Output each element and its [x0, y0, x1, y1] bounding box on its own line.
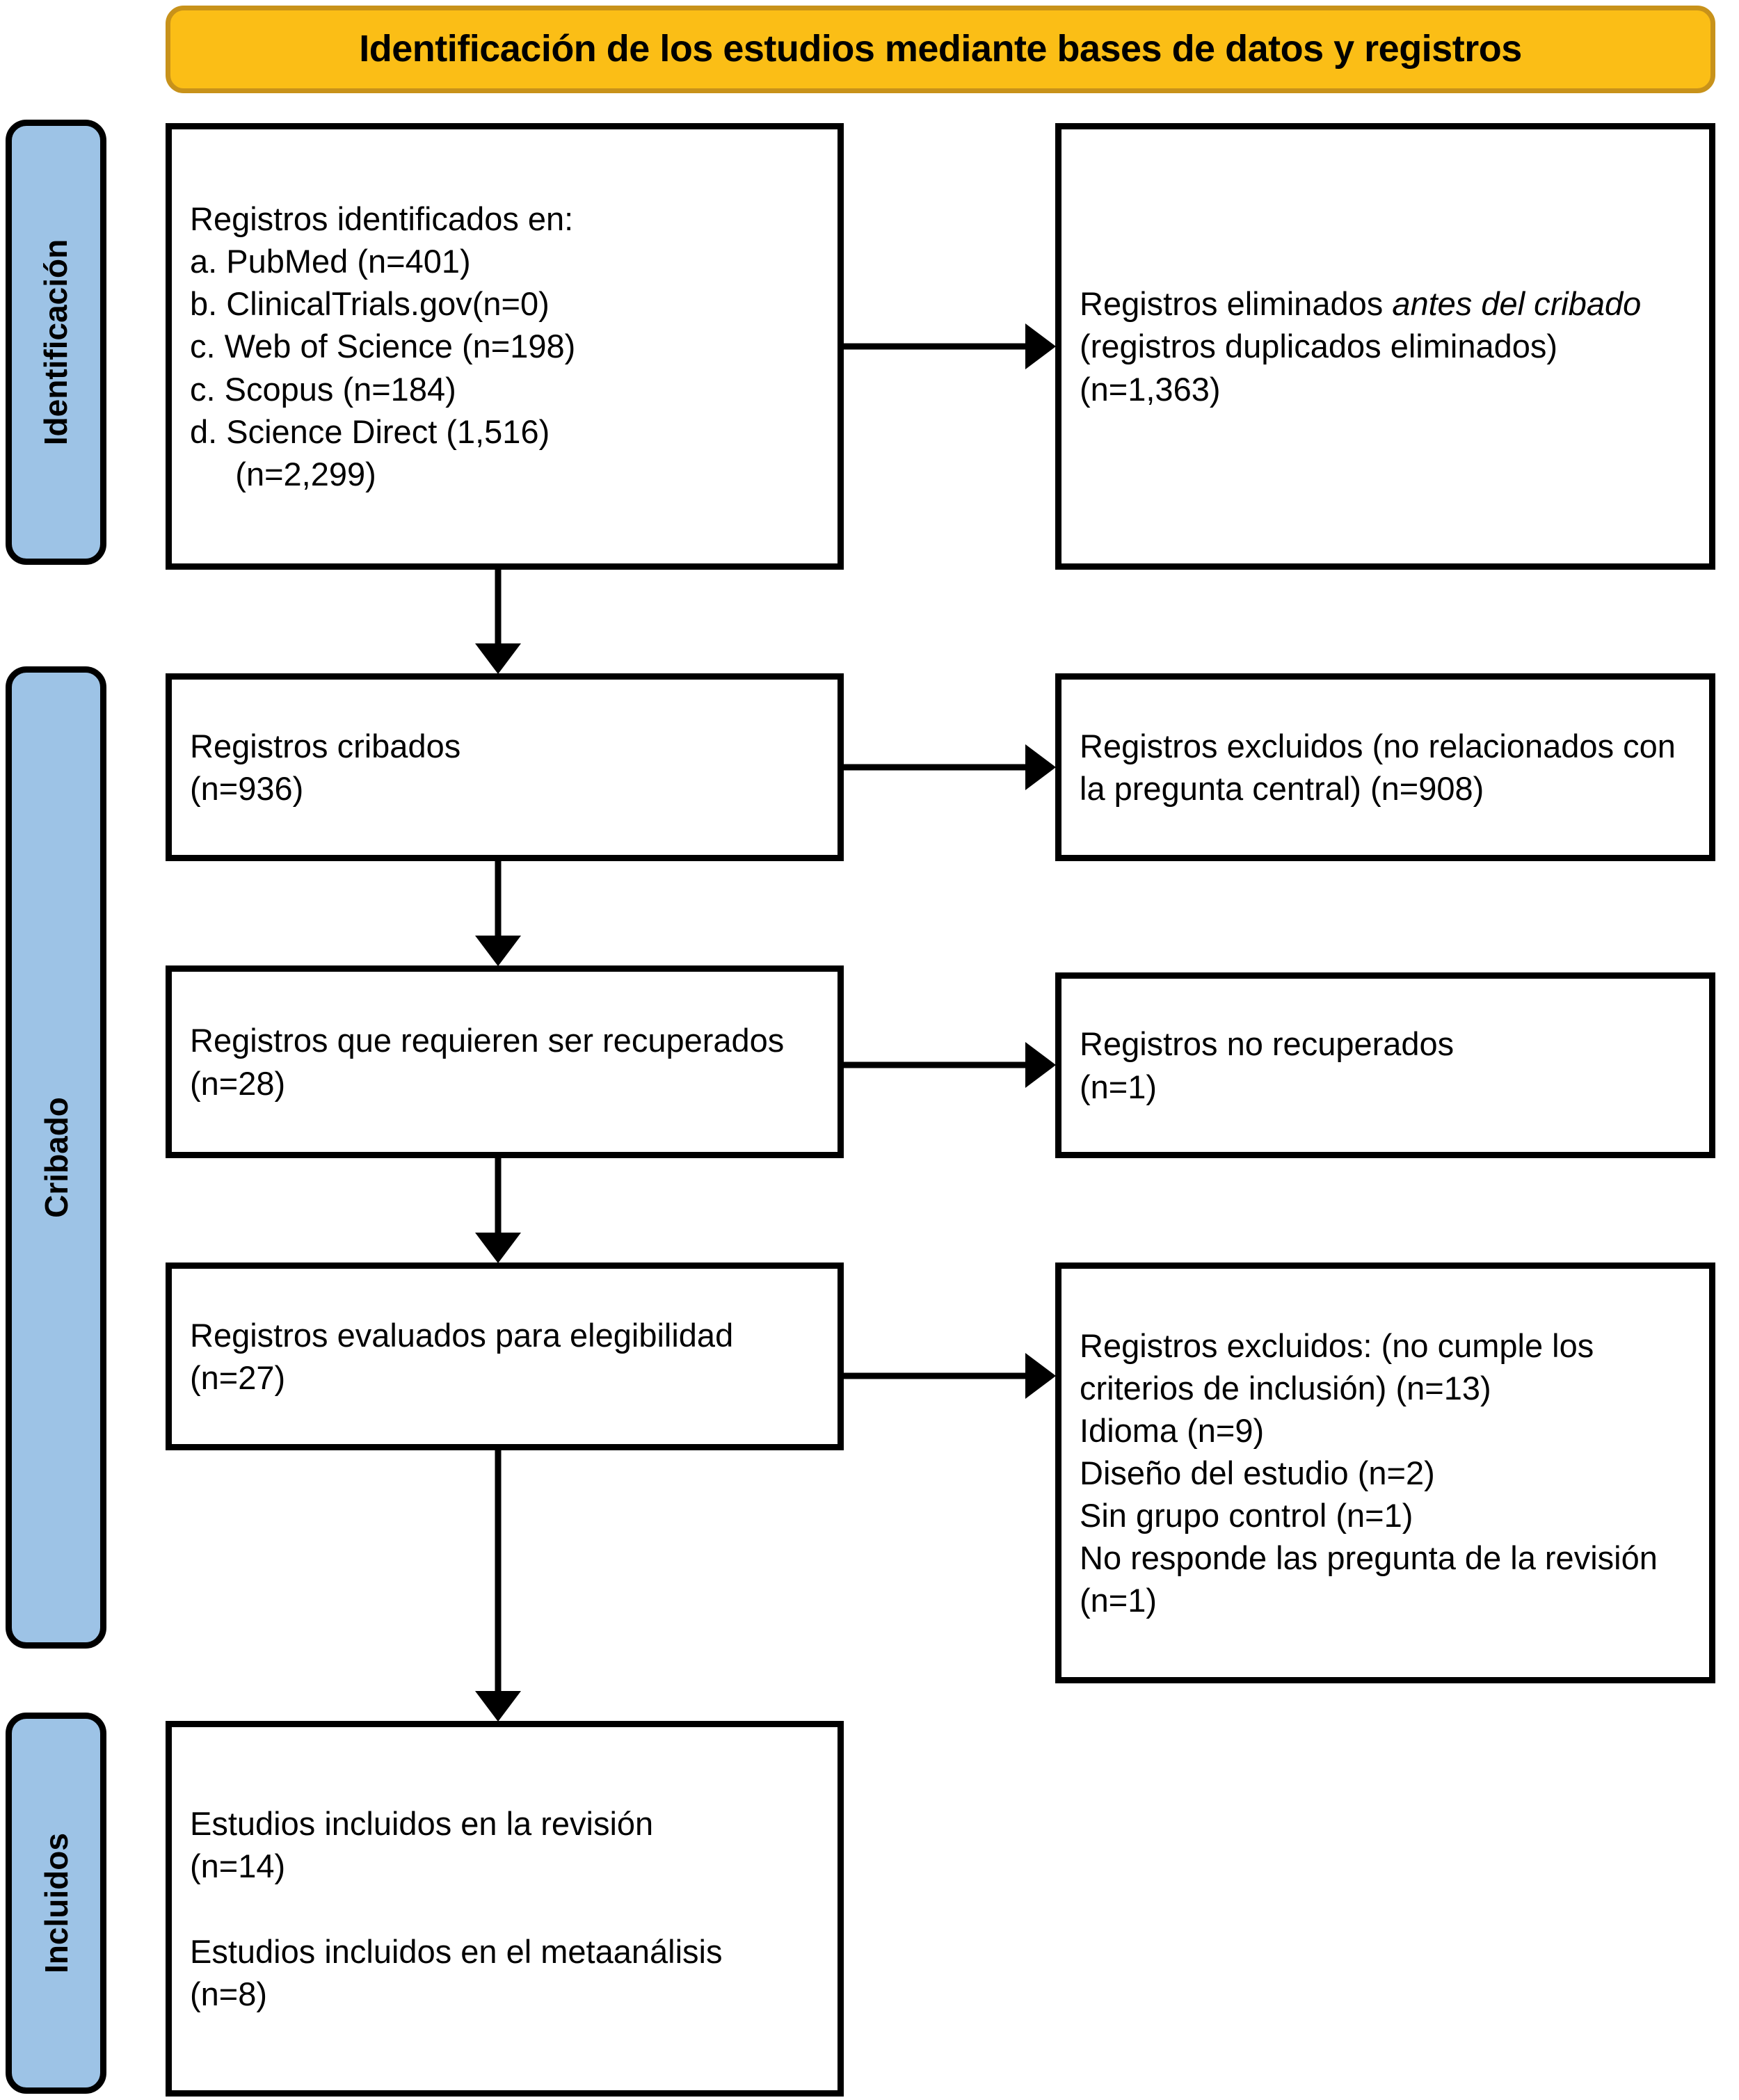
box-records-assessed-eligibility: Registros evaluados para elegibilidad (n… — [166, 1263, 844, 1450]
arrow-head-down-icon — [475, 1233, 521, 1263]
arrow-shaft — [495, 570, 502, 643]
box-records-excluded-eligibility: Registros excluidos: (no cumple los crit… — [1055, 1263, 1715, 1683]
box-records-sought-retrieval-text: Registros que requieren ser recuperados … — [190, 1022, 785, 1102]
box-studies-included: Estudios incluidos en la revisión (n=14)… — [166, 1721, 844, 2097]
box-records-screened: Registros cribados (n=936) — [166, 673, 844, 861]
arrow-head-down-icon — [475, 643, 521, 674]
box-records-assessed-eligibility-text: Registros evaluados para elegibilidad (n… — [190, 1316, 734, 1396]
arrow-shaft — [844, 1061, 1026, 1068]
arrow-right-retrieval-to-not-retrieved — [844, 1042, 1056, 1088]
box-records-removed-before-screening-text: Registros eliminados antes del cribado (… — [1080, 282, 1691, 410]
box-records-excluded-screening-text: Registros excluidos (no relacionados con… — [1080, 727, 1685, 807]
arrow-head-right-icon — [1025, 1042, 1056, 1088]
box-records-excluded-screening: Registros excluidos (no relacionados con… — [1055, 673, 1715, 861]
arrow-down-screened-to-retrieval — [470, 861, 526, 966]
arrow-shaft — [844, 343, 1026, 350]
arrow-head-right-icon — [1025, 1353, 1056, 1399]
removed-tail-text: (registros duplicados eliminados) (n=1,3… — [1080, 285, 1651, 408]
box-records-excluded-eligibility-text: Registros excluidos: (no cumple los crit… — [1080, 1326, 1658, 1619]
arrow-shaft — [495, 1450, 502, 1691]
box-records-screened-text: Registros cribados (n=936) — [190, 727, 461, 807]
box-records-identified-text: Registros identificados en: a. PubMed (n… — [190, 200, 576, 492]
box-records-removed-before-screening: Registros eliminados antes del cribado (… — [1055, 123, 1715, 570]
header-banner: Identificación de los estudios mediante … — [166, 6, 1715, 93]
stage-label-incluidos: Incluidos — [6, 1713, 106, 2094]
stage-label-identificacion: Identificación — [6, 120, 106, 565]
arrow-down-identified-to-screened — [470, 570, 526, 674]
arrow-down-eligibility-to-included — [470, 1450, 526, 1722]
arrow-head-right-icon — [1025, 744, 1056, 790]
arrow-head-down-icon — [475, 936, 521, 966]
arrow-down-retrieval-to-eligibility — [470, 1158, 526, 1263]
stage-label-identificacion-text: Identificación — [38, 239, 74, 446]
arrow-head-down-icon — [475, 1691, 521, 1722]
arrow-shaft — [844, 764, 1026, 771]
removed-lead-text: Registros eliminados — [1080, 285, 1393, 323]
stage-label-cribado: Cribado — [6, 666, 106, 1649]
box-records-sought-retrieval: Registros que requieren ser recuperados … — [166, 965, 844, 1158]
arrow-head-right-icon — [1025, 323, 1056, 369]
arrow-shaft — [495, 861, 502, 936]
arrow-shaft — [844, 1372, 1026, 1379]
arrow-right-screened-to-excluded — [844, 744, 1056, 790]
box-studies-included-text: Estudios incluidos en la revisión (n=14)… — [190, 1805, 723, 2012]
box-records-identified: Registros identificados en: a. PubMed (n… — [166, 123, 844, 570]
arrow-right-identified-to-removed — [844, 323, 1056, 369]
box-records-not-retrieved-text: Registros no recuperados (n=1) — [1080, 1025, 1454, 1105]
arrow-shaft — [495, 1158, 502, 1233]
box-records-not-retrieved: Registros no recuperados (n=1) — [1055, 972, 1715, 1158]
arrow-right-eligibility-to-excluded — [844, 1353, 1056, 1399]
page-title: Identificación de los estudios mediante … — [359, 28, 1522, 70]
stage-label-cribado-text: Cribado — [38, 1097, 74, 1218]
removed-italic-text: antes del cribado — [1392, 285, 1642, 323]
stage-label-incluidos-text: Incluidos — [38, 1833, 74, 1973]
